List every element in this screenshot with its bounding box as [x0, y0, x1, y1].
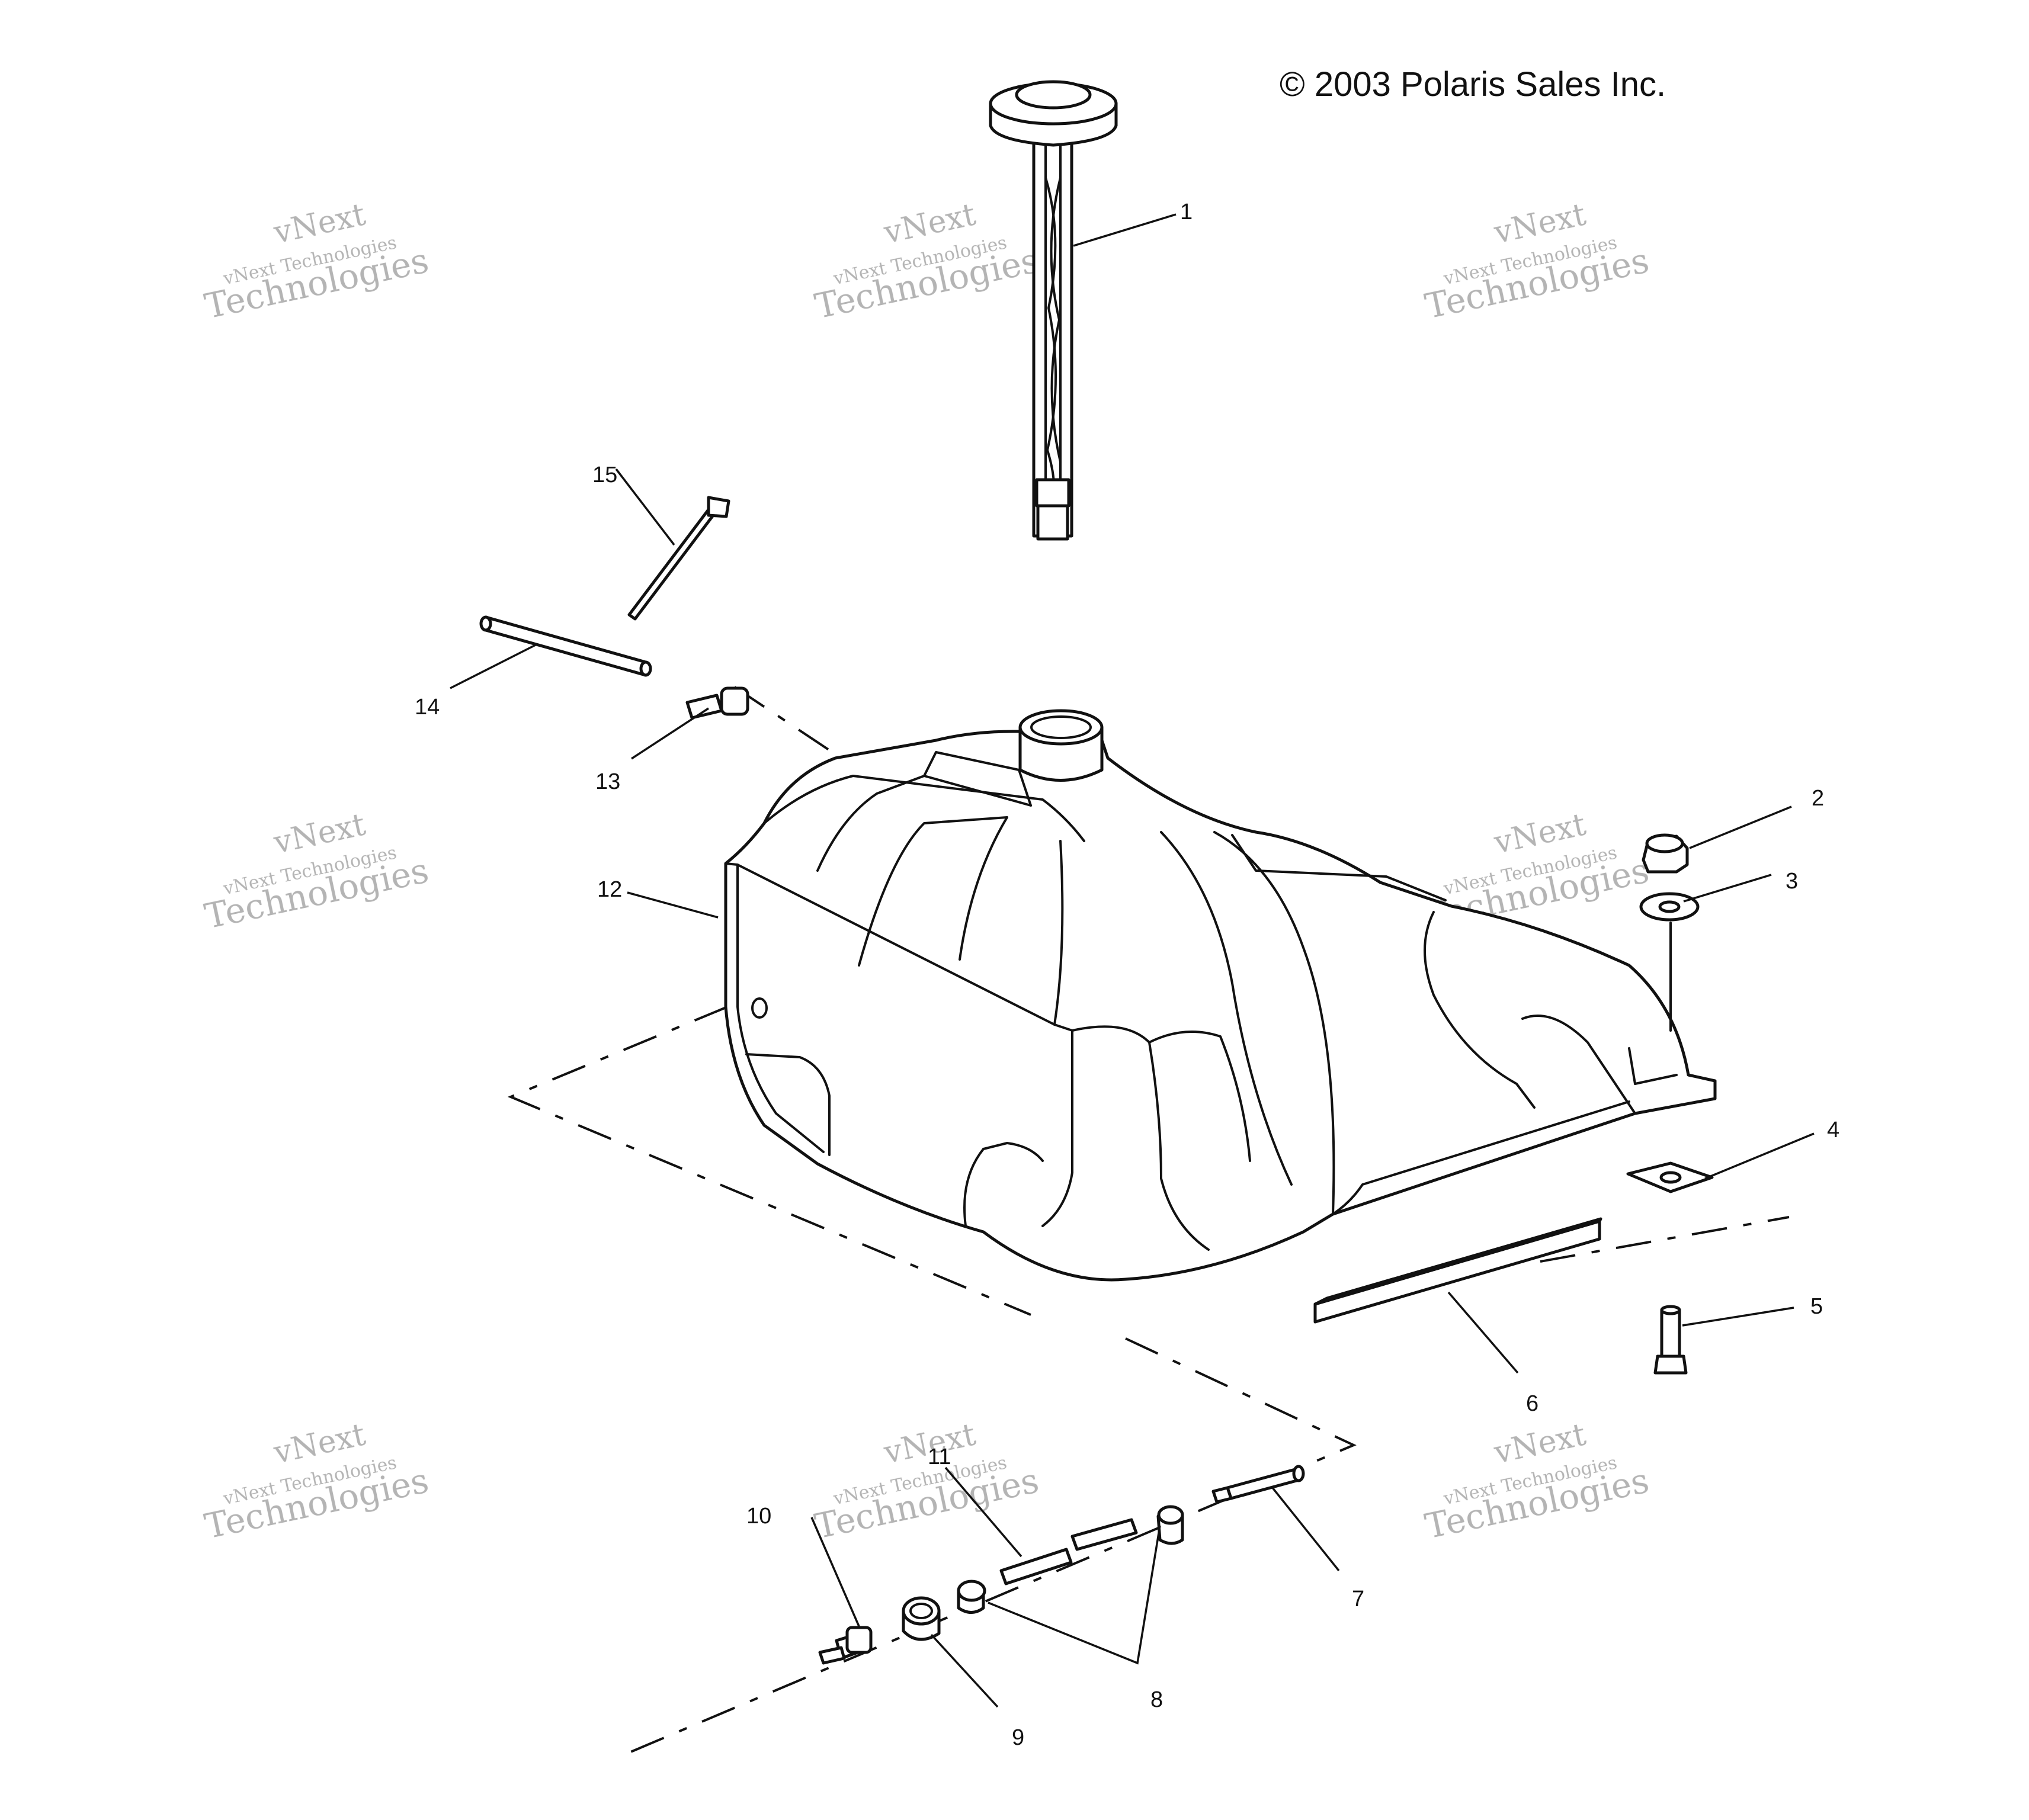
- watermark: vNext vNext Technologies Technologies: [812, 1417, 1043, 1546]
- watermark: vNext vNext Technologies Technologies: [1422, 1417, 1653, 1546]
- callout-8: 8: [1150, 1687, 1163, 1712]
- square-plate: [1626, 1161, 1714, 1193]
- callout-15: 15: [592, 463, 617, 487]
- fuel-tank: [724, 709, 1717, 1282]
- cable-tie: [627, 496, 730, 621]
- spacer-set: [957, 1505, 1184, 1614]
- callout-12: 12: [597, 877, 622, 902]
- callout-5: 5: [1810, 1294, 1823, 1319]
- filler-cap-gauge: [989, 80, 1118, 541]
- watermark: vNext vNext Technologies Technologies: [1422, 197, 1653, 326]
- callout-numbers: 1 2 3 4 5 6 7 8 9 10 11 12 13 14 15: [415, 200, 1839, 1750]
- callout-3: 3: [1786, 869, 1798, 894]
- callout-13: 13: [595, 769, 620, 794]
- callout-4: 4: [1827, 1118, 1839, 1142]
- washer: [1639, 892, 1700, 1032]
- watermark: vNext vNext Technologies Technologies: [201, 197, 432, 326]
- watermark: vNext vNext Technologies Technologies: [812, 197, 1043, 326]
- callout-9: 9: [1012, 1725, 1024, 1750]
- copyright-notice: © 2003 Polaris Sales Inc.: [1280, 65, 1666, 104]
- leader-lines: [450, 213, 1815, 1708]
- vent-valve: [818, 1626, 873, 1665]
- mounting-bar: [1313, 1217, 1602, 1324]
- callout-6: 6: [1526, 1391, 1538, 1416]
- callout-7: 7: [1352, 1587, 1364, 1612]
- hex-nut: [1642, 833, 1689, 874]
- callout-2: 2: [1812, 786, 1824, 811]
- tank-fitting: [685, 686, 749, 720]
- hose-sections: [999, 1518, 1138, 1585]
- bolt: [1653, 1305, 1688, 1375]
- watermark: vNext vNext Technologies Technologies: [201, 1417, 432, 1546]
- callout-10: 10: [746, 1504, 771, 1529]
- hose-fitting-pin: [1211, 1465, 1305, 1504]
- callout-14: 14: [415, 695, 440, 720]
- rod: [479, 615, 652, 677]
- callout-1: 1: [1180, 200, 1193, 224]
- callout-11: 11: [928, 1445, 951, 1469]
- watermark: vNext vNext Technologies Technologies: [201, 807, 432, 936]
- grommet: [902, 1596, 941, 1641]
